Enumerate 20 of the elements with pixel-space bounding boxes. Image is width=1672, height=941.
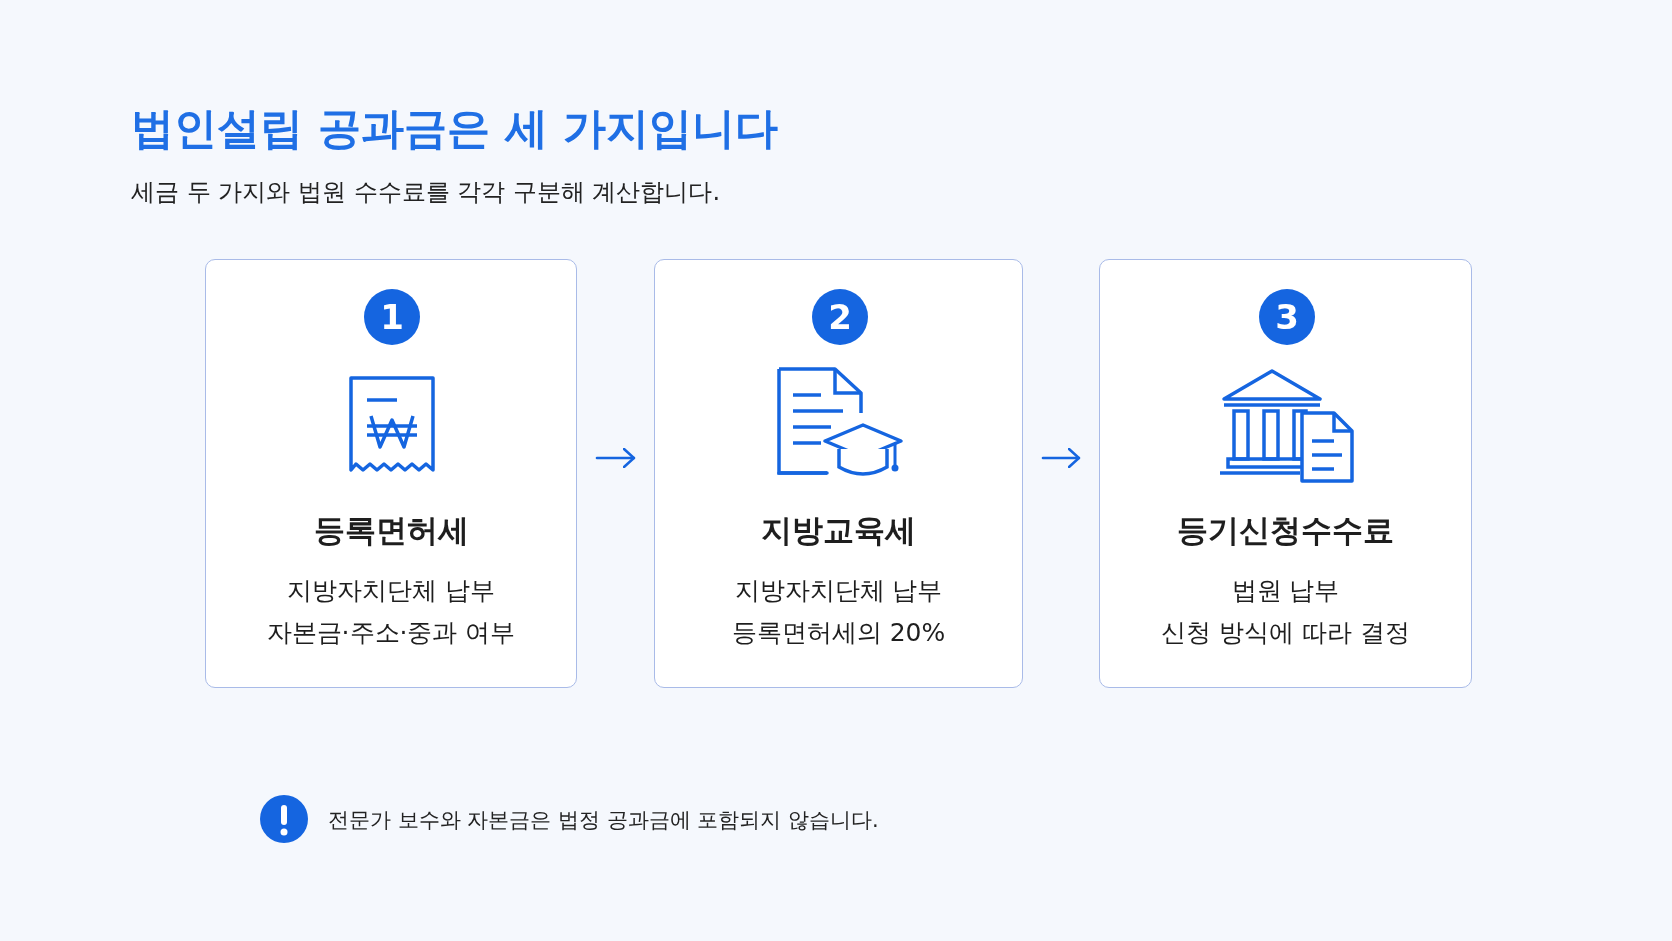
step-number: 3 bbox=[1259, 289, 1315, 345]
step-card bbox=[654, 259, 1023, 688]
step-card bbox=[205, 259, 577, 688]
arrow bbox=[595, 447, 636, 469]
step-card bbox=[1099, 259, 1472, 688]
card-text: 등록면허세의 20% bbox=[730, 617, 947, 649]
step-number: 1 bbox=[364, 289, 420, 345]
arrow bbox=[1041, 447, 1081, 469]
note-text: 전문가 보수와 자본금은 법정 공과금에 포함되지 않습니다. bbox=[328, 807, 879, 834]
card-title: 등록면허세 bbox=[312, 511, 470, 550]
step-number: 2 bbox=[812, 289, 868, 345]
card-text: 법원 납부 bbox=[1230, 575, 1341, 607]
heading: 법인설립 공과금은 세 가지입니다 bbox=[131, 102, 778, 155]
card-text: 지방자치단체 납부 bbox=[733, 575, 944, 607]
card-text: 지방자치단체 납부 bbox=[286, 575, 496, 607]
card-title: 등기신청수수료 bbox=[1176, 511, 1395, 550]
card-text: 신청 방식에 따라 결정 bbox=[1160, 617, 1411, 649]
card-text: 자본금·주소·중과 여부 bbox=[265, 617, 517, 649]
card-title: 지방교육세 bbox=[760, 511, 917, 550]
subtitle: 세금 두 가지와 법원 수수료를 각각 구분해 계산합니다. bbox=[131, 177, 721, 208]
